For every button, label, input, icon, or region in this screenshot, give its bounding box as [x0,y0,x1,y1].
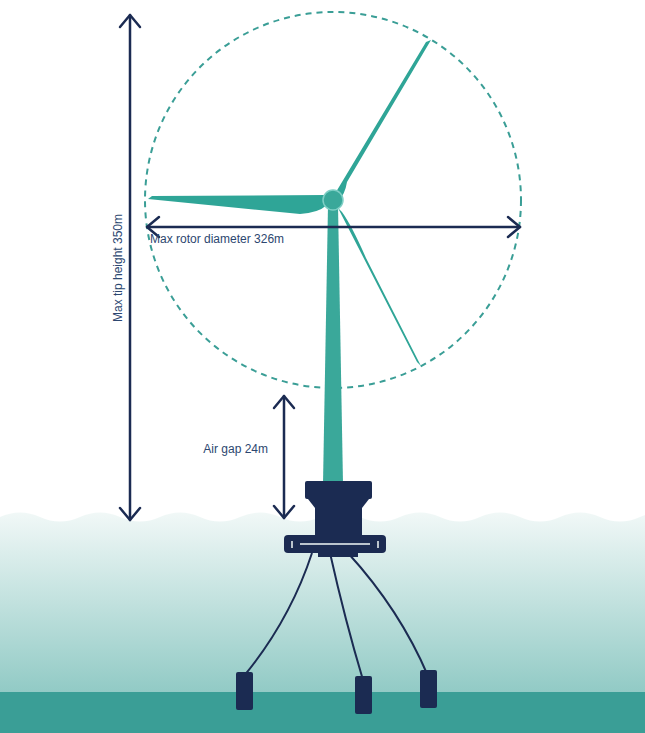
floating-platform [284,481,386,557]
mooring-lines [244,553,428,680]
dimension-label: Max tip height 350m [111,214,125,322]
dimension-arrows [120,15,520,520]
hub [323,190,343,210]
tower [323,205,343,484]
blades [148,40,431,366]
platform-details [292,541,378,548]
dimension-label: Air gap 24m [203,442,268,456]
dimension-label: Max rotor diameter 326m [150,232,284,246]
seabed [0,692,645,733]
sea [0,513,645,733]
anchors [236,670,437,714]
